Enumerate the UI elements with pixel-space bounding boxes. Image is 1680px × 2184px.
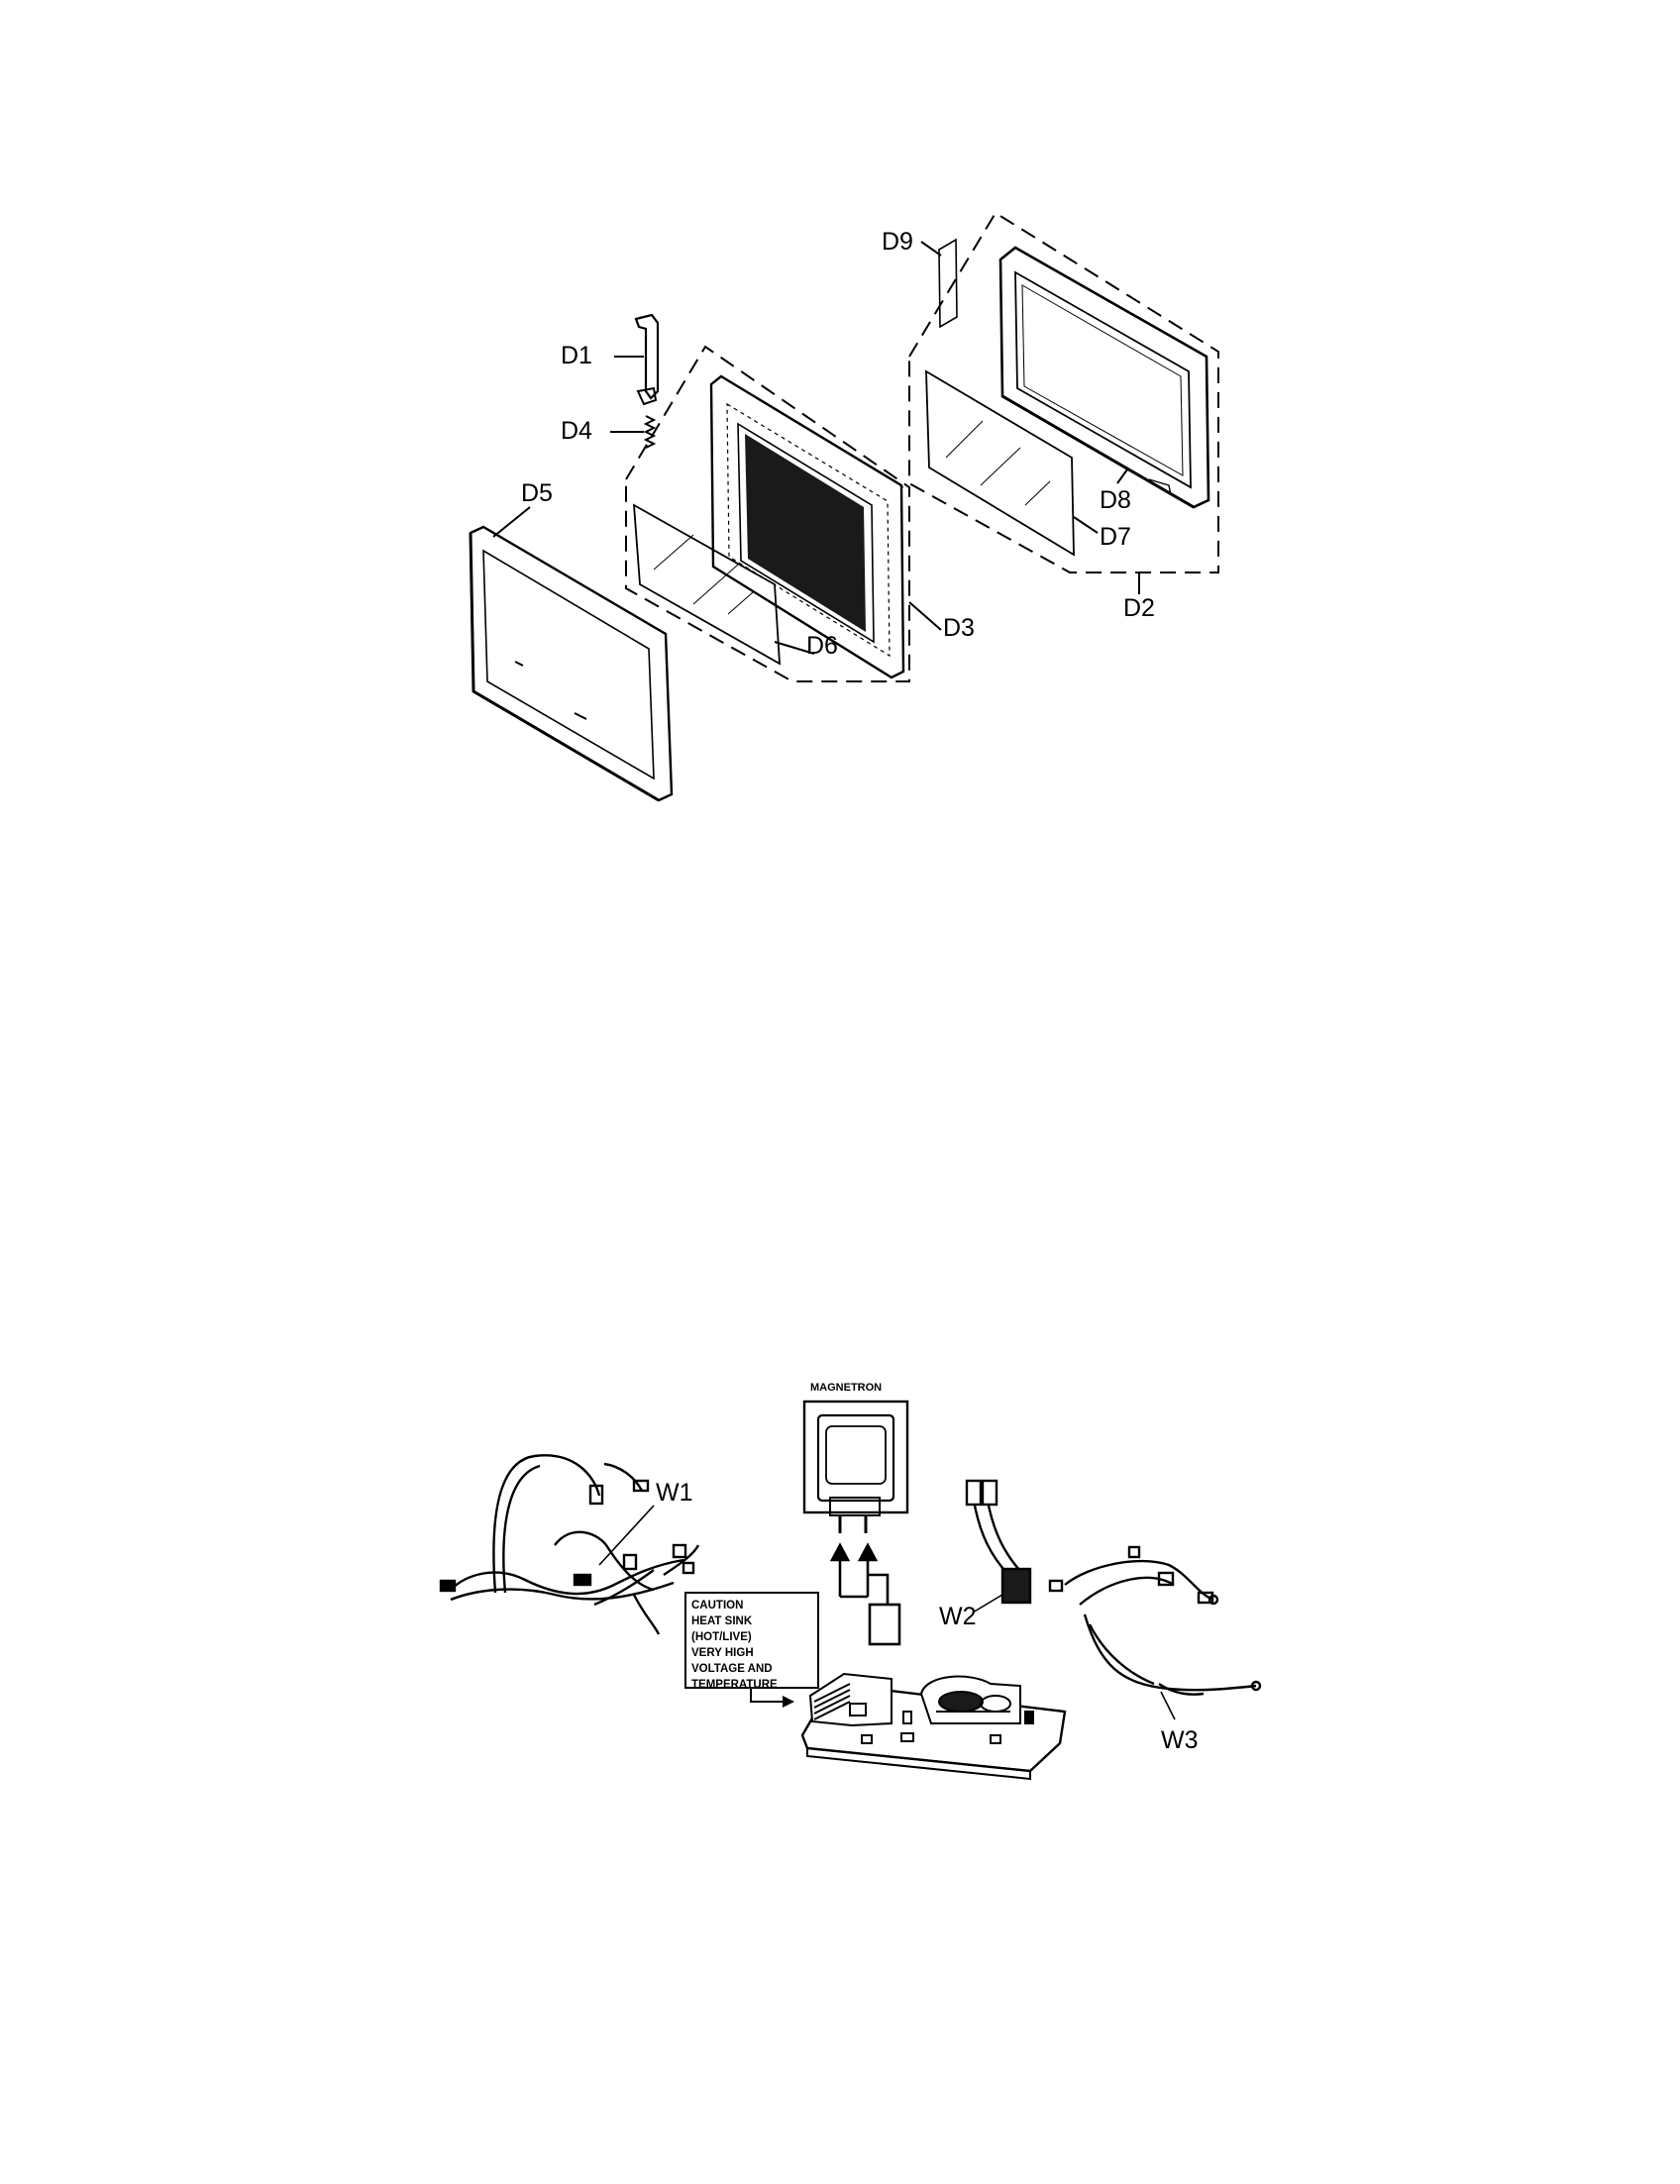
glass-panel-d7 (925, 369, 1099, 557)
label-strip-d9 (920, 238, 958, 329)
label-d3: D3 (943, 614, 975, 642)
wire-harness-w1 (439, 1454, 700, 1635)
label-d4: D4 (561, 417, 592, 445)
label-d5: D5 (521, 479, 553, 507)
inverter-board (800, 1672, 1067, 1781)
d2-dashed-group (908, 211, 1219, 573)
door-frame-d5 (469, 506, 674, 802)
inner-door-panel-d3 (709, 374, 905, 679)
label-w3: W3 (1161, 1726, 1199, 1754)
transformer (919, 1675, 1021, 1724)
caution-line-6: TEMPERATURE (691, 1679, 778, 1691)
label-d1: D1 (561, 342, 592, 369)
magnetron-label: MAGNETRON (810, 1382, 882, 1394)
label-w1: W1 (656, 1479, 693, 1507)
label-d2: D2 (1123, 594, 1155, 622)
door-labels: D1 D4 D5 D6 D3 D9 D8 D7 D2 (521, 228, 1155, 660)
caution-line-3: (HOT/LIVE) (691, 1631, 752, 1643)
connector-w2 (965, 1479, 1032, 1613)
label-d8: D8 (1100, 486, 1131, 514)
caution-line-4: VERY HIGH (691, 1647, 754, 1659)
wire-harness-w3 (1048, 1545, 1262, 1720)
label-d7: D7 (1100, 523, 1131, 551)
label-d9: D9 (882, 228, 913, 256)
label-d6: D6 (806, 632, 838, 660)
caution-box: CAUTION HEAT SINK (HOT/LIVE) VERY HIGH V… (684, 1592, 819, 1708)
d3-dashed-group (625, 345, 910, 682)
caution-line-2: HEAT SINK (691, 1615, 753, 1627)
door-assembly (469, 211, 1219, 802)
latch-hook-d1 (614, 313, 660, 406)
label-w2: W2 (939, 1603, 977, 1630)
magnetron (802, 1400, 909, 1533)
glass-panel-d6 (632, 503, 815, 666)
outer-door-panel-d8 (998, 246, 1210, 509)
caution-line-5: VOLTAGE AND (691, 1663, 773, 1675)
heat-sink (808, 1672, 892, 1727)
magnetron-connection-arrows (829, 1542, 901, 1646)
spring-d4 (610, 415, 657, 449)
caution-line-1: CAUTION (691, 1600, 743, 1612)
